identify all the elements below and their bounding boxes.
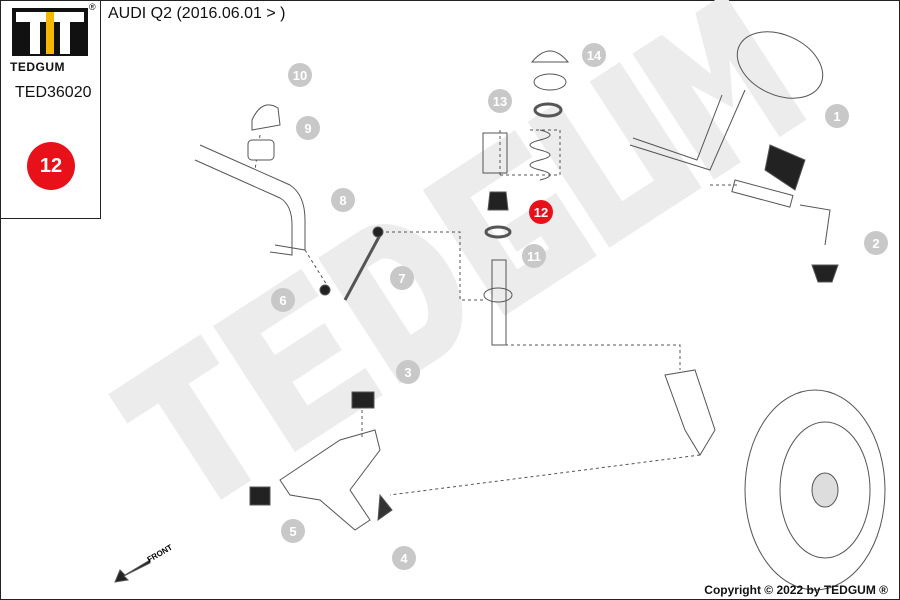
registered-mark: ® bbox=[89, 2, 96, 12]
vehicle-title: AUDI Q2 (2016.06.01 > ) bbox=[108, 5, 286, 22]
washer bbox=[484, 225, 512, 239]
callout-10[interactable]: 10 bbox=[288, 63, 312, 87]
ball-joint-cover-2 bbox=[811, 264, 839, 283]
stabilizer-link bbox=[343, 234, 382, 301]
wheel bbox=[744, 389, 886, 591]
callout-8[interactable]: 8 bbox=[331, 188, 355, 212]
callout-9[interactable]: 9 bbox=[296, 116, 320, 140]
shock-absorber bbox=[491, 259, 507, 346]
steering-wheel bbox=[736, 31, 824, 99]
bushing-9 bbox=[247, 139, 275, 161]
bushing-5 bbox=[249, 486, 271, 506]
ball-joint-4 bbox=[377, 493, 393, 522]
callout-1[interactable]: 1 bbox=[825, 104, 849, 128]
callout-2[interactable]: 2 bbox=[864, 231, 888, 255]
bushing-3 bbox=[351, 391, 375, 409]
bushing-8 bbox=[372, 226, 384, 238]
bushing-6 bbox=[319, 284, 331, 296]
bump-stop-12 bbox=[487, 191, 509, 211]
steering-column bbox=[629, 89, 746, 171]
callout-4[interactable]: 4 bbox=[392, 546, 416, 570]
callout-14[interactable]: 14 bbox=[582, 43, 606, 67]
callout-5[interactable]: 5 bbox=[281, 519, 305, 543]
watermark bbox=[108, 0, 807, 500]
tie-rod-end bbox=[799, 204, 831, 246]
mount-cap bbox=[530, 50, 570, 63]
steering-knuckle bbox=[664, 369, 716, 456]
brand-name: TEDGUM bbox=[10, 60, 65, 74]
highlight-position-badge: 12 bbox=[27, 142, 75, 190]
part-number: TED36020 bbox=[15, 84, 92, 101]
dust-boot bbox=[482, 132, 508, 174]
bearing bbox=[533, 102, 563, 118]
tedgum-logo bbox=[12, 8, 88, 56]
control-arm bbox=[279, 429, 381, 531]
part-info-panel: ® TEDGUM TED36020 12 bbox=[0, 0, 101, 219]
callout-12-highlighted[interactable]: 12 bbox=[529, 200, 553, 224]
callout-11[interactable]: 11 bbox=[522, 244, 546, 268]
callout-3[interactable]: 3 bbox=[396, 360, 420, 384]
copyright: Copyright © 2022 by TEDGUM ® bbox=[704, 583, 888, 597]
stabilizer-bar bbox=[199, 144, 306, 251]
steering-boot bbox=[764, 144, 806, 191]
coil-spring bbox=[529, 129, 551, 181]
callout-6[interactable]: 6 bbox=[271, 288, 295, 312]
tie-rod bbox=[731, 179, 794, 208]
strut-mount bbox=[533, 73, 567, 91]
callout-7[interactable]: 7 bbox=[390, 266, 414, 290]
bracket-10 bbox=[251, 104, 281, 131]
front-arrow-icon bbox=[114, 559, 151, 583]
callout-13[interactable]: 13 bbox=[488, 89, 512, 113]
